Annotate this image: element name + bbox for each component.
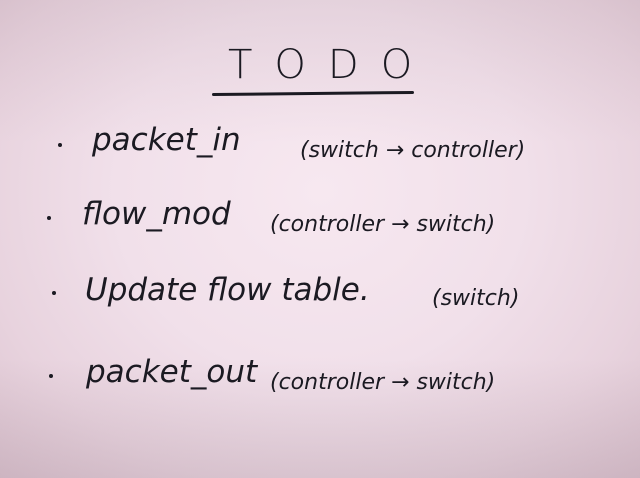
todo-item-text: packet_in bbox=[92, 122, 241, 158]
todo-title: TODO bbox=[228, 42, 435, 88]
todo-item-text: Update flow table. bbox=[85, 272, 370, 308]
todo-item-note: (controller → switch) bbox=[270, 370, 496, 395]
bullet-dot bbox=[49, 374, 53, 378]
todo-item-note: (switch → controller) bbox=[300, 138, 526, 163]
bullet-dot bbox=[47, 216, 51, 220]
todo-item-note: (switch) bbox=[432, 286, 520, 311]
todo-item-note: (controller → switch) bbox=[270, 212, 496, 237]
title-underline bbox=[211, 90, 415, 97]
todo-item-text: packet_out bbox=[86, 354, 258, 390]
todo-item-text: flow_mod bbox=[82, 196, 231, 232]
bullet-dot bbox=[58, 143, 62, 147]
bullet-dot bbox=[52, 291, 56, 295]
